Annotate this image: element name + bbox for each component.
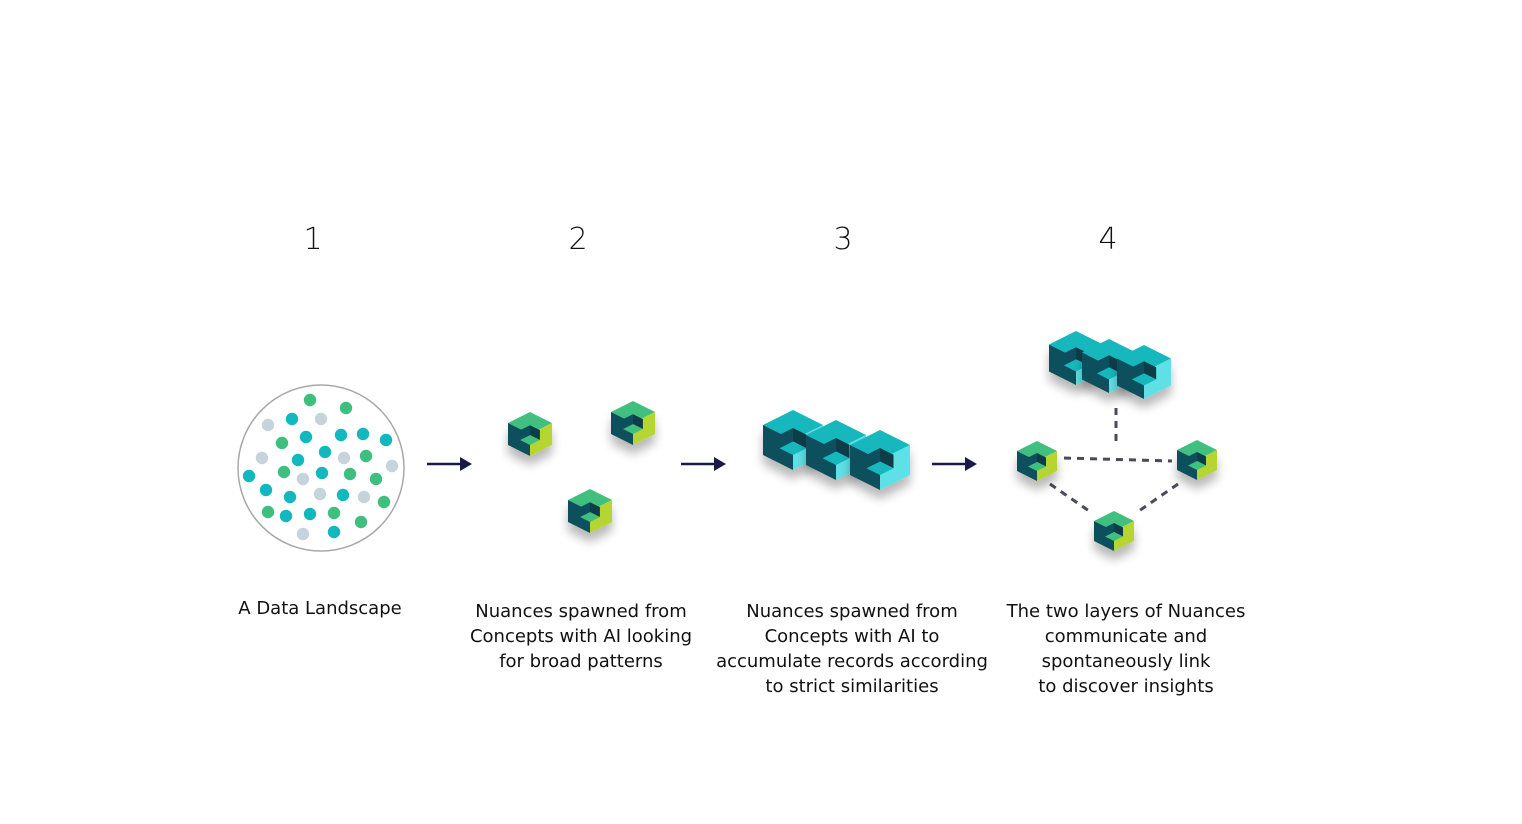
data-point	[385, 459, 399, 473]
data-point	[379, 433, 393, 447]
step-4-caption: The two layers of Nuances communicate an…	[1006, 601, 1246, 697]
data-point	[296, 527, 310, 541]
data-point	[327, 506, 341, 520]
teal-cube-icon	[1117, 345, 1171, 399]
step-3-caption: Nuances spawned from Concepts with AI to…	[716, 601, 988, 697]
step-2-number: 2	[568, 222, 588, 257]
data-point	[303, 393, 317, 407]
data-point	[285, 412, 299, 426]
data-point	[242, 469, 256, 483]
data-point	[261, 418, 275, 432]
data-point	[354, 515, 368, 529]
data-point	[315, 466, 329, 480]
data-point	[356, 427, 370, 441]
data-point	[318, 445, 332, 459]
green-cube-icon	[1177, 440, 1217, 480]
data-point	[291, 453, 305, 467]
step-3-number: 3	[833, 222, 853, 257]
data-point	[339, 401, 353, 415]
data-point	[299, 430, 313, 444]
arrow-right-icon	[681, 457, 726, 471]
step-1-number: 1	[303, 222, 323, 257]
data-point	[255, 451, 269, 465]
green-cube-icon	[1094, 511, 1134, 551]
data-point	[275, 436, 289, 450]
data-point	[377, 495, 391, 509]
teal-cube-icon	[850, 430, 910, 490]
green-cube-icon	[568, 489, 612, 533]
step-4-network	[1017, 331, 1217, 551]
data-point	[336, 488, 350, 502]
data-point	[314, 412, 328, 426]
green-cube-icon	[611, 401, 655, 445]
green-cube-icon	[508, 412, 552, 456]
data-point	[369, 472, 383, 486]
arrow-right-icon	[932, 457, 977, 471]
arrow-right-icon	[427, 457, 472, 471]
data-point	[343, 467, 357, 481]
step-2-caption: Nuances spawned from Concepts with AI lo…	[469, 601, 693, 672]
data-point	[334, 428, 348, 442]
data-point	[259, 483, 273, 497]
data-point	[296, 472, 310, 486]
green-cube-icon	[1017, 441, 1057, 481]
data-point	[283, 490, 297, 504]
step-1-caption: A Data Landscape	[238, 598, 402, 619]
data-point	[337, 451, 351, 465]
data-point	[359, 449, 373, 463]
data-landscape-icon	[237, 384, 405, 552]
data-point	[277, 465, 291, 479]
step-2-cubes	[508, 401, 655, 533]
data-point	[279, 509, 293, 523]
data-point	[313, 487, 327, 501]
data-point	[303, 507, 317, 521]
step-3-cube-cluster	[763, 410, 910, 490]
data-point	[261, 505, 275, 519]
step-4-number: 4	[1098, 222, 1118, 257]
data-point	[327, 525, 341, 539]
data-point	[357, 490, 371, 504]
